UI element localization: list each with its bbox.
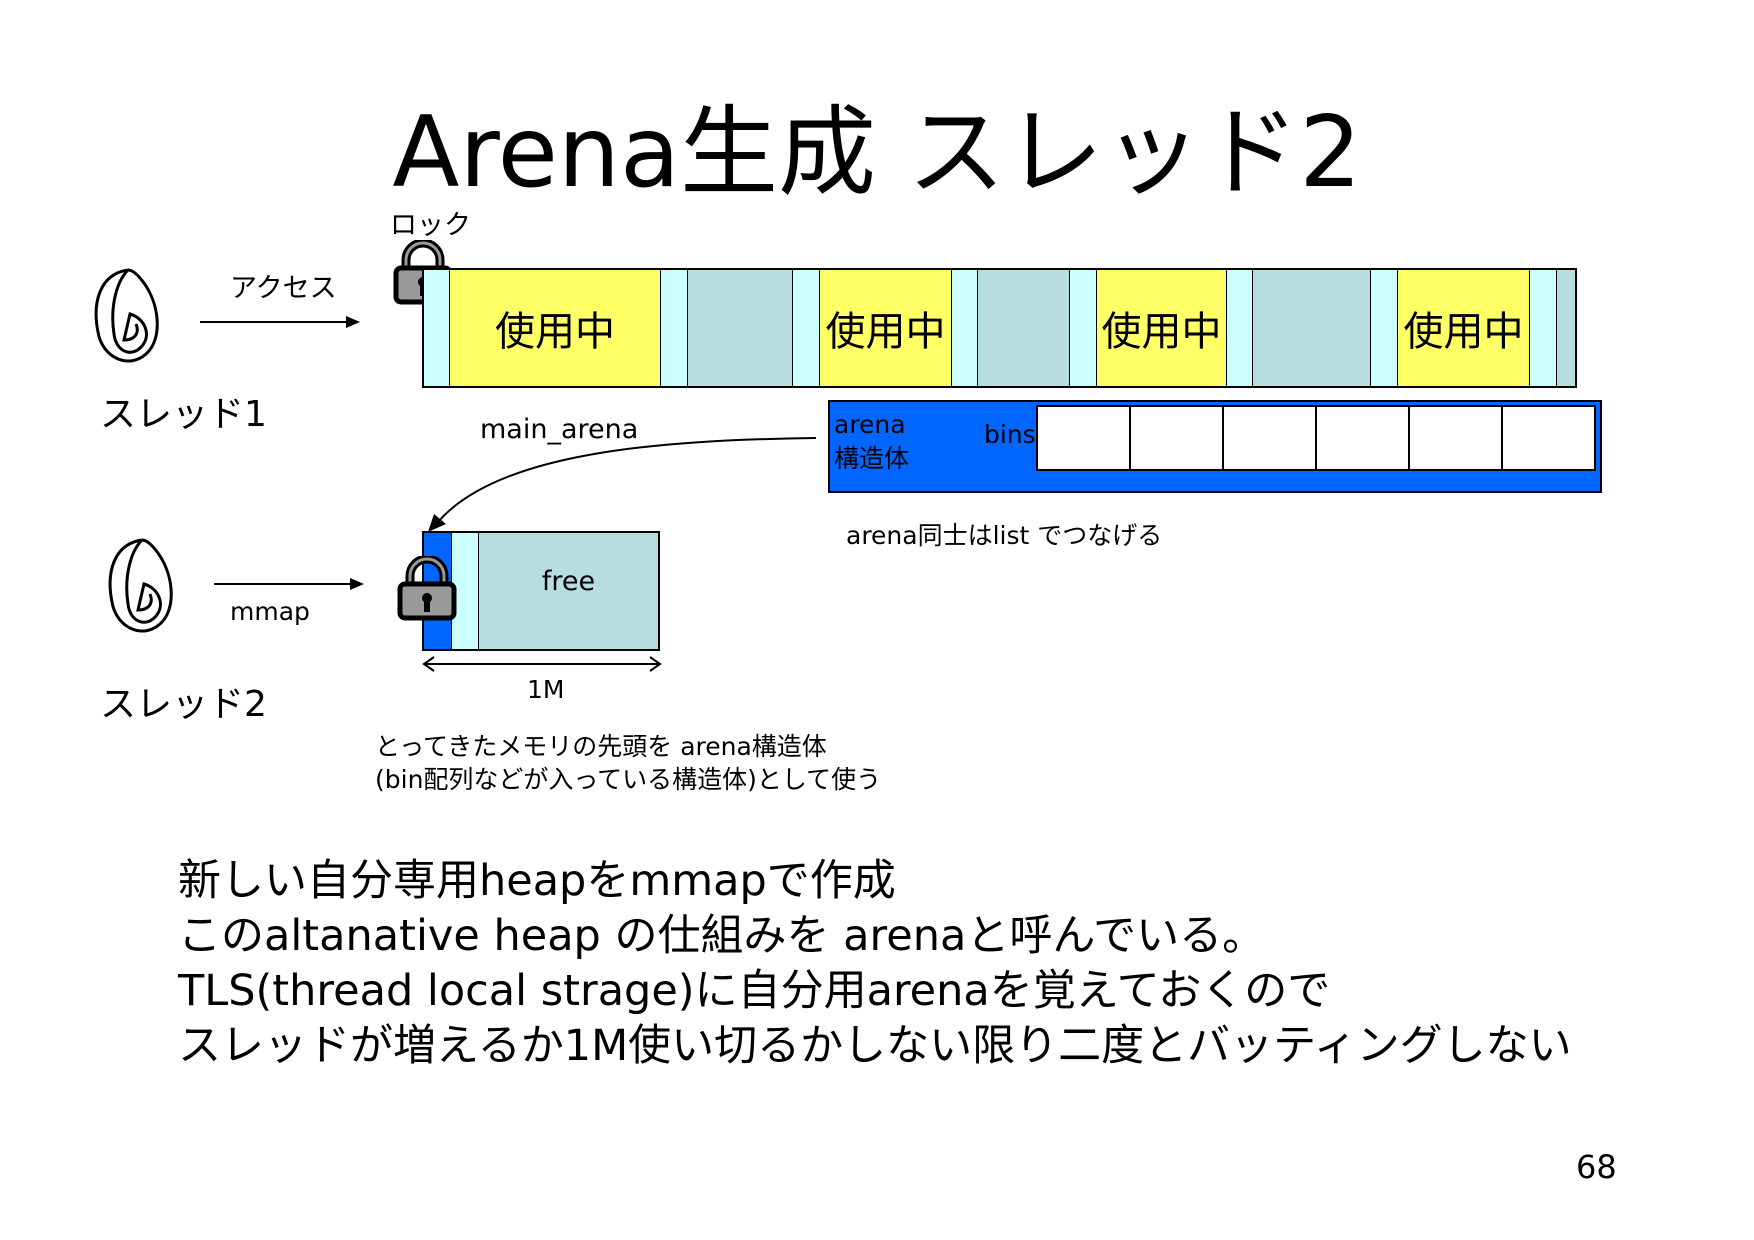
size-dimension-icon [422,656,662,672]
body-line-3: TLS(thread local strage)に自分用arenaを覚えておくの… [178,966,1331,1016]
bins-label: bins [984,420,1036,449]
padlock-icon [397,556,457,621]
body-line-1: 新しい自分専用heapをmmapで作成 [178,856,896,906]
chunk-header [793,270,820,386]
used-chunk: 使用中 [1398,270,1530,386]
free-chunk: free [479,533,658,649]
chunk-header [661,270,688,386]
bins-array [1036,405,1596,471]
bin-slot [1410,407,1503,469]
free-chunk [1253,270,1371,386]
bin-slot [1038,407,1131,469]
thread1-label: スレッド1 [100,394,267,435]
link-arrow-icon [428,437,817,532]
access-label: アクセス [230,273,337,304]
bin-slot [1131,407,1224,469]
arena-struct-label: arena 構造体 [834,410,910,473]
thread-spiral-icon [108,538,173,633]
body-line-4: スレッドが増えるか1M使い切るかしない限り二度とバッティングしない [178,1021,1572,1071]
chunk-header [1371,270,1398,386]
mmap-label: mmap [230,597,310,626]
used-chunk: 使用中 [450,270,661,386]
thread2-arena-bar: free [422,531,660,651]
page-number: 68 [1576,1148,1617,1186]
main-arena-label: main_arena [480,414,639,445]
thread-spiral-icon [94,268,159,363]
access-arrow-icon [200,316,360,328]
note-line-1: とってきたメモリの先頭を arena構造体 [375,732,827,761]
free-chunk [1557,270,1575,386]
chunk-header [424,270,450,386]
list-note: arena同士はlist でつなげる [846,521,1163,550]
used-chunk: 使用中 [1097,270,1227,386]
thread2-label: スレッド2 [100,684,267,725]
chunk-header [1227,270,1253,386]
mmap-arrow-icon [214,578,364,590]
slide-title: Arena生成 スレッド2 [392,96,1362,210]
free-chunk [978,270,1070,386]
chunk-header [1070,270,1097,386]
chunk-header [1530,270,1557,386]
free-chunk [688,270,793,386]
lock-label: ロック [390,210,471,241]
body-line-2: このaltanative heap の仕組みを arenaと呼んでいる。 [178,911,1266,961]
size-label: 1M [527,675,565,704]
chunk-header [952,270,978,386]
bin-slot [1317,407,1410,469]
main-arena-bar: 使用中 使用中 使用中 使用中 [422,268,1577,388]
bin-slot [1224,407,1317,469]
note-line-2: (bin配列などが入っている構造体)として使う [375,765,882,794]
used-chunk: 使用中 [820,270,952,386]
bin-slot [1503,407,1594,469]
